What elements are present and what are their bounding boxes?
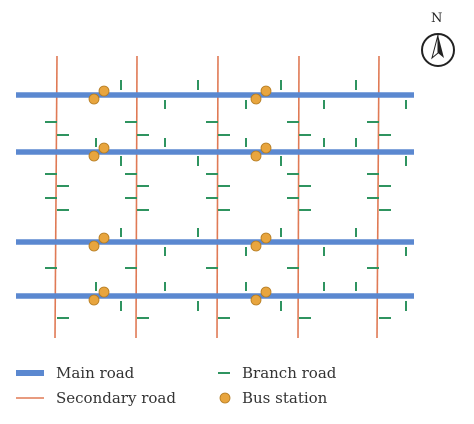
legend-secondary-road-label: Secondary road (56, 389, 176, 407)
bus-station (260, 85, 272, 97)
bus-station (250, 240, 262, 252)
legend-branch-road-label: Branch road (242, 364, 337, 382)
bus-station (98, 85, 110, 97)
bus-station (260, 286, 272, 298)
legend-bus-station-label: Bus station (242, 389, 328, 407)
bus-station (260, 232, 272, 244)
north-arrow-icon (421, 33, 455, 67)
bus-station (88, 240, 100, 252)
bus-station (250, 294, 262, 306)
legend-bus-station-swatch (219, 392, 231, 404)
bus-station (260, 142, 272, 154)
bus-station (98, 232, 110, 244)
bus-station (250, 150, 262, 162)
legend-main-road-label: Main road (56, 364, 135, 382)
bus-station (98, 286, 110, 298)
bus-station (250, 93, 262, 105)
bus-station (88, 294, 100, 306)
bus-station (98, 142, 110, 154)
bus-station (88, 150, 100, 162)
compass-label: N (431, 11, 443, 26)
bus-station (88, 93, 100, 105)
